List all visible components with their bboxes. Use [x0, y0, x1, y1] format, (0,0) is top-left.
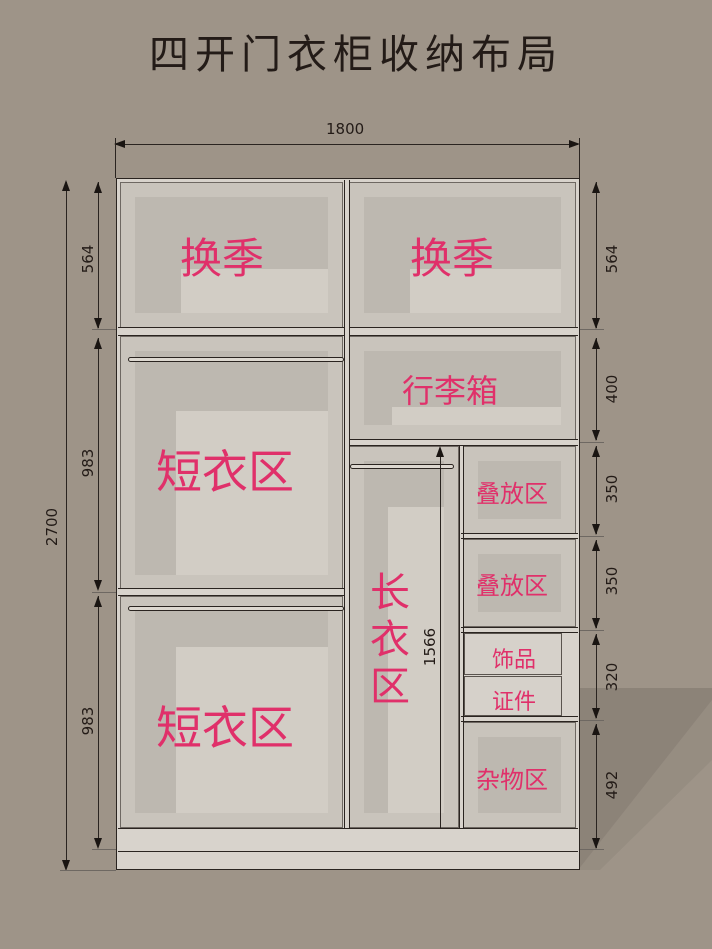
extension-tick: [92, 329, 116, 330]
arrow-up-icon: [592, 724, 600, 735]
right-fold2-dimension-label: 350: [603, 566, 621, 596]
long-hang-dimension-label: 1566: [421, 627, 439, 667]
bottom-floor-panel: [118, 828, 578, 852]
right-fold2-dimension-line: [596, 540, 597, 628]
misc-compartment: [463, 722, 576, 828]
left-lower-dimension-line: [98, 596, 99, 846]
arrow-down-icon: [94, 580, 102, 591]
luggage-compartment: [349, 336, 576, 440]
diagram-title: 四开门衣柜收纳布局: [149, 32, 563, 78]
arrow-up-icon: [94, 338, 102, 349]
extension-tick: [580, 536, 604, 537]
arrow-down-icon: [62, 860, 70, 871]
arrow-up-icon: [592, 338, 600, 349]
hanging-rod-upper: [128, 357, 344, 362]
arrow-up-icon: [94, 182, 102, 193]
extension-line: [115, 138, 116, 178]
right-top-dimension-line: [596, 182, 597, 328]
luggage-label: 行李箱: [402, 372, 499, 410]
arrow-down-icon: [592, 318, 600, 329]
center-divider: [345, 180, 349, 850]
arrow-up-icon: [592, 634, 600, 645]
right-misc-dimension-label: 492: [603, 770, 621, 800]
arrow-up-icon: [436, 446, 444, 457]
arrow-down-icon: [592, 708, 600, 719]
extension-tick: [580, 849, 604, 850]
short-clothes-upper-compartment: [120, 336, 343, 590]
long-hang-dimension-line: [440, 452, 441, 844]
accessories-label: 饰品: [492, 648, 537, 673]
long-clothes-label-1: 长: [370, 570, 410, 616]
luggage-shelf: [347, 439, 578, 446]
middle-left-shelf: [118, 588, 345, 596]
right-top-dimension-label: 564: [603, 244, 621, 274]
extension-tick: [92, 849, 116, 850]
fold-compartment-1: [463, 446, 576, 534]
fold-shelf-2: [461, 627, 578, 633]
short-clothes-lower-compartment: [120, 596, 343, 828]
right-drawer-dimension-label: 320: [603, 662, 621, 692]
center-divider-edge: [349, 180, 350, 850]
documents-drawer[interactable]: [464, 676, 562, 716]
drawer-shelf: [461, 716, 578, 722]
extension-tick: [580, 630, 604, 631]
hanging-rod-long: [350, 464, 454, 469]
short-clothes-lower-label: 短衣区: [156, 701, 294, 755]
right-misc-dimension-line: [596, 724, 597, 848]
arrow-left-icon: [114, 140, 125, 148]
arrow-down-icon: [94, 318, 102, 329]
right-luggage-dimension-label: 400: [603, 374, 621, 404]
documents-label: 证件: [492, 690, 537, 715]
seasonal-right-compartment: [349, 182, 576, 328]
extension-line: [579, 138, 580, 178]
extension-tick: [92, 592, 116, 593]
extension-tick: [580, 720, 604, 721]
inner-divider-edge: [459, 446, 460, 850]
long-clothes-label-2: 衣: [370, 617, 410, 663]
arrow-down-icon: [592, 618, 600, 629]
inner-divider-edge: [463, 446, 464, 850]
arrow-up-icon: [592, 182, 600, 193]
arrow-up-icon: [592, 540, 600, 551]
hanging-rod-lower: [128, 606, 344, 611]
arrow-down-icon: [592, 524, 600, 535]
accessories-drawer[interactable]: [464, 633, 562, 675]
left-top-dimension-line: [98, 182, 99, 328]
fold-label-2: 叠放区: [476, 572, 548, 600]
total-height-dimension-line: [66, 182, 67, 868]
center-divider-edge: [344, 180, 345, 850]
extension-tick: [580, 442, 604, 443]
arrow-up-icon: [592, 446, 600, 457]
fold-label-1: 叠放区: [476, 480, 548, 508]
long-clothes-label-3: 区: [370, 664, 410, 710]
arrow-down-icon: [592, 838, 600, 849]
seasonal-left-compartment: [120, 182, 343, 328]
width-dimension-label: 1800: [326, 120, 365, 138]
left-lower-dimension-label: 983: [79, 706, 97, 736]
width-dimension-line: [116, 144, 578, 145]
arrow-down-icon: [94, 838, 102, 849]
fold-compartment-2: [463, 539, 576, 627]
left-top-dimension-label: 564: [79, 244, 97, 274]
arrow-up-icon: [94, 596, 102, 607]
fold-shelf-1: [461, 533, 578, 539]
extension-tick: [60, 870, 116, 871]
right-fold1-dimension-line: [596, 446, 597, 534]
short-clothes-upper-label: 短衣区: [156, 445, 294, 499]
extension-tick: [580, 329, 604, 330]
left-upper-dimension-line: [98, 338, 99, 588]
arrow-right-icon: [569, 140, 580, 148]
arrow-up-icon: [62, 180, 70, 191]
arrow-down-icon: [592, 430, 600, 441]
right-drawer-dimension-line: [596, 634, 597, 718]
right-luggage-dimension-line: [596, 338, 597, 440]
right-fold1-dimension-label: 350: [603, 474, 621, 504]
total-height-label: 2700: [43, 507, 61, 547]
misc-label: 杂物区: [476, 766, 548, 794]
seasonal-left-label: 换季: [180, 234, 265, 283]
left-upper-dimension-label: 983: [79, 448, 97, 478]
seasonal-right-label: 换季: [410, 234, 495, 283]
